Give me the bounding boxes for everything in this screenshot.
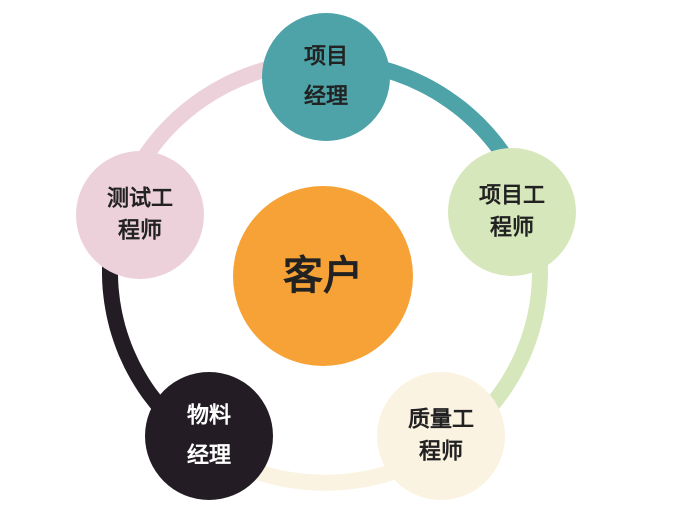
center-layer: 客户	[233, 186, 413, 366]
node-circle-material-manager	[145, 372, 273, 500]
node-circle-project-engineer	[448, 148, 576, 276]
center-node-circle	[233, 186, 413, 366]
node-label-material-manager-line-2: 经理	[187, 443, 231, 469]
node-label-quality-engineer-line-2: 程师	[419, 439, 463, 465]
node-label-material-manager-line-1: 物料	[187, 403, 231, 429]
node-label-project-manager-line-2: 经理	[304, 84, 348, 110]
node-label-project-manager-line-1: 项目	[304, 45, 348, 70]
node-label-test-engineer-line-2: 程师	[118, 218, 162, 244]
center-node-label: 客户	[283, 253, 363, 299]
node-circle-quality-engineer	[377, 372, 505, 500]
node-label-test-engineer-line-1: 测试工	[107, 187, 173, 212]
node-circle-test-engineer	[76, 151, 204, 279]
node-circle-project-manager	[262, 13, 390, 141]
node-label-project-engineer-line-1: 项目工	[479, 184, 545, 209]
node-label-quality-engineer-line-1: 质量工	[408, 408, 474, 433]
node-label-project-engineer-line-2: 程师	[490, 215, 534, 241]
